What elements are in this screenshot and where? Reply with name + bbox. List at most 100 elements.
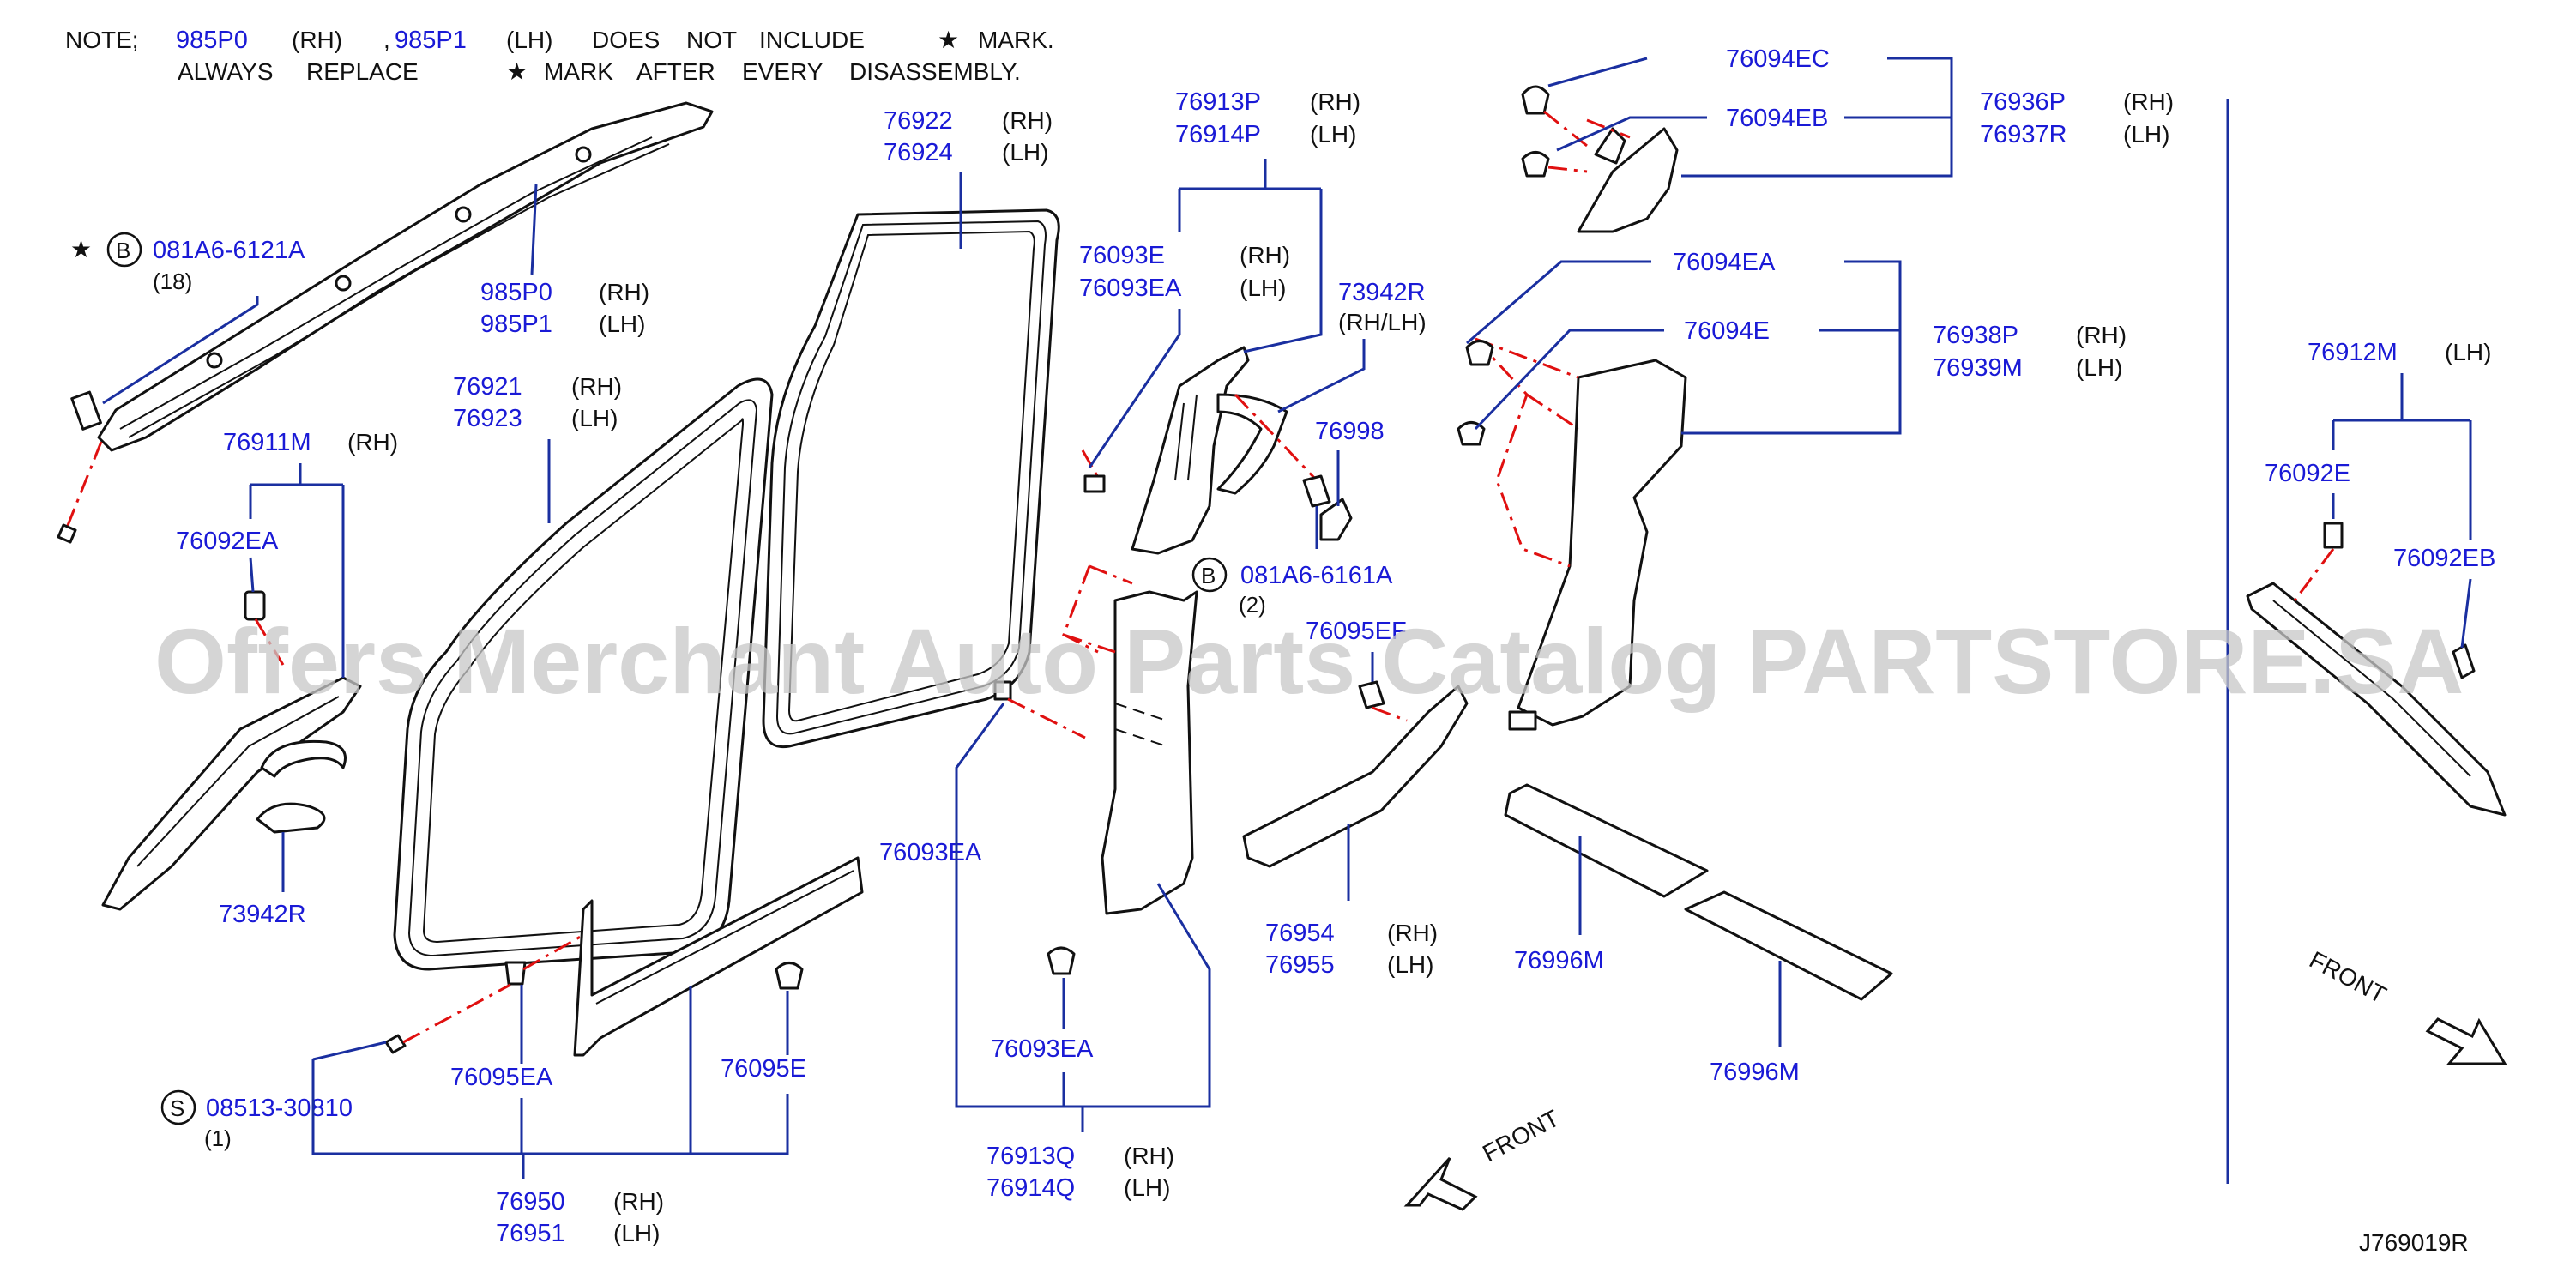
part-number: 76913Q: [986, 1143, 1075, 1170]
b-symbol-icon: [106, 232, 142, 268]
note-word: INCLUDE: [759, 27, 865, 53]
part-number: 73942R: [1338, 279, 1426, 306]
curtain-airbag-callout: 985P0 (RH) 985P1 (LH): [480, 184, 649, 338]
a-pillar-rh-part: [101, 590, 362, 911]
part-number: 73942R: [219, 901, 306, 928]
part-number: 76938P: [1933, 322, 2018, 349]
part-number: 76093EA: [879, 839, 982, 866]
part-number: 76998: [1315, 418, 1385, 445]
front-kick-plate-callout: S 08513-30810 (1) 76095EA 76095E 76950 (…: [160, 985, 806, 1247]
part-number: 76914Q: [986, 1174, 1075, 1202]
side-label: (LH): [1387, 951, 1433, 978]
quantity: (1): [204, 1125, 232, 1151]
side-label: (RH): [1002, 107, 1053, 134]
part-number: 76093E: [1079, 242, 1165, 269]
note-word: (LH): [506, 27, 552, 53]
side-label: (LH): [613, 1220, 660, 1246]
star-icon: ★: [938, 27, 959, 53]
part-number: 76924: [884, 139, 953, 166]
b-pillar-lower-callout: 76095EF 76093EA 76093EA 76913Q (RH) 7691…: [879, 618, 1407, 1202]
side-label: (RH/LH): [1338, 309, 1427, 335]
s-symbol-icon: [160, 1089, 196, 1125]
front-arrow-bottom: FRONT: [1403, 1105, 1564, 1211]
s-symbol-letter: S: [170, 1095, 184, 1121]
part-number: 76094E: [1684, 317, 1770, 345]
part-number: 985P0: [480, 279, 552, 306]
c-pillar-upper-part: [1521, 85, 1679, 233]
note-word: DOES: [592, 27, 660, 53]
part-number: 76095E: [721, 1055, 806, 1083]
c-pillar-lower-callout: 76094EA 76094E 76938P (RH) 76939M (LH): [1466, 249, 2127, 435]
part-number: 76092EA: [176, 528, 279, 555]
a-pillar-lh-callout: 76912M (LH) 76092E 76092EB: [2265, 339, 2495, 649]
part-number: 76939M: [1933, 354, 2023, 382]
a-pillar-rh-callout: 76911M (RH) 76092EA 73942R: [176, 429, 398, 928]
note-word: (RH): [292, 27, 342, 53]
side-label: (LH): [2123, 121, 2169, 148]
part-number: 76094EC: [1726, 45, 1830, 73]
watermark: Offers Merchant Auto Parts Catalog PARTS…: [154, 609, 2464, 713]
sill-mat-callout: 76996M 76996M: [1514, 836, 1800, 1086]
part-number: 76913P: [1175, 88, 1261, 116]
c-pillar-upper-callout: 76094EC 76094EB 76936P (RH) 76937R (LH): [1547, 45, 2174, 178]
side-label: (LH): [571, 405, 618, 431]
note-word: REPLACE: [306, 58, 419, 85]
note-word: ALWAYS: [178, 58, 274, 85]
b-pillar-lower-part: [993, 564, 1198, 975]
rear-door-seal-callout: 76922 (RH) 76924 (LH): [884, 107, 1053, 249]
part-number: 76911M: [223, 429, 311, 456]
star-icon: ★: [506, 58, 528, 85]
c-pillar-lower-part: [1457, 337, 1687, 731]
note-part-number: 985P1: [395, 27, 467, 54]
part-number: 76095EF: [1306, 618, 1407, 645]
b-pillar-upper-callout: 76913P (RH) 76914P (LH) 76093E (RH) 7609…: [1079, 88, 1427, 618]
part-number: 76923: [453, 405, 522, 432]
side-label: (LH): [1310, 121, 1356, 148]
front-kick-plate-part: [384, 856, 864, 1057]
side-label: (RH): [599, 279, 649, 305]
note-word: DISASSEMBLY.: [849, 58, 1021, 85]
b-symbol-icon: [1191, 557, 1228, 593]
part-number: 081A6-6161A: [1240, 562, 1393, 589]
part-number: 76950: [496, 1188, 565, 1216]
part-number: 76951: [496, 1220, 565, 1247]
part-number: 76954: [1265, 920, 1335, 947]
part-number: 081A6-6121A: [153, 237, 305, 264]
side-label: (RH): [2123, 88, 2174, 115]
note-word: NOT: [686, 27, 737, 53]
front-arrow-right: FRONT: [2305, 946, 2507, 1065]
side-label: (LH): [1240, 275, 1286, 301]
side-label: (RH): [1124, 1143, 1174, 1169]
b-symbol-letter: B: [1201, 563, 1216, 588]
part-number: 76094EA: [1673, 249, 1776, 276]
sill-mat-part: [1504, 783, 1893, 1001]
part-number: 76922: [884, 107, 953, 135]
side-label: (RH): [571, 373, 622, 400]
note-word: EVERY: [742, 58, 823, 85]
side-label: (LH): [599, 311, 645, 337]
part-number: 76095EA: [450, 1064, 553, 1091]
side-label: (RH): [613, 1188, 664, 1215]
part-number: 76094EB: [1726, 105, 1828, 132]
part-number: 76093EA: [1079, 275, 1182, 302]
part-number: 76092E: [2265, 460, 2350, 487]
front-label: FRONT: [1478, 1105, 1564, 1167]
note-word: ,: [383, 27, 390, 53]
part-number: 985P1: [480, 311, 552, 338]
part-number: 76921: [453, 373, 522, 401]
note-block: NOTE; 985P0 (RH) , 985P1 (LH) DOES NOT I…: [65, 27, 1054, 85]
front-label: FRONT: [2305, 946, 2391, 1009]
diagram-id: J769019R: [2359, 1229, 2469, 1256]
side-label: (RH): [1310, 88, 1360, 115]
front-door-seal-part: [393, 377, 774, 971]
star-icon: ★: [70, 236, 92, 262]
note-word: AFTER: [636, 58, 715, 85]
front-door-seal-callout: 76921 (RH) 76923 (LH): [453, 373, 622, 523]
side-label: (RH): [1387, 920, 1438, 946]
rear-door-seal-part: [762, 208, 1060, 749]
part-number: 76937R: [1980, 121, 2067, 148]
b-symbol-letter: B: [116, 238, 130, 263]
curtain-airbag-part: [57, 101, 714, 544]
side-label: (LH): [1124, 1174, 1170, 1201]
note-word: MARK.: [978, 27, 1054, 53]
